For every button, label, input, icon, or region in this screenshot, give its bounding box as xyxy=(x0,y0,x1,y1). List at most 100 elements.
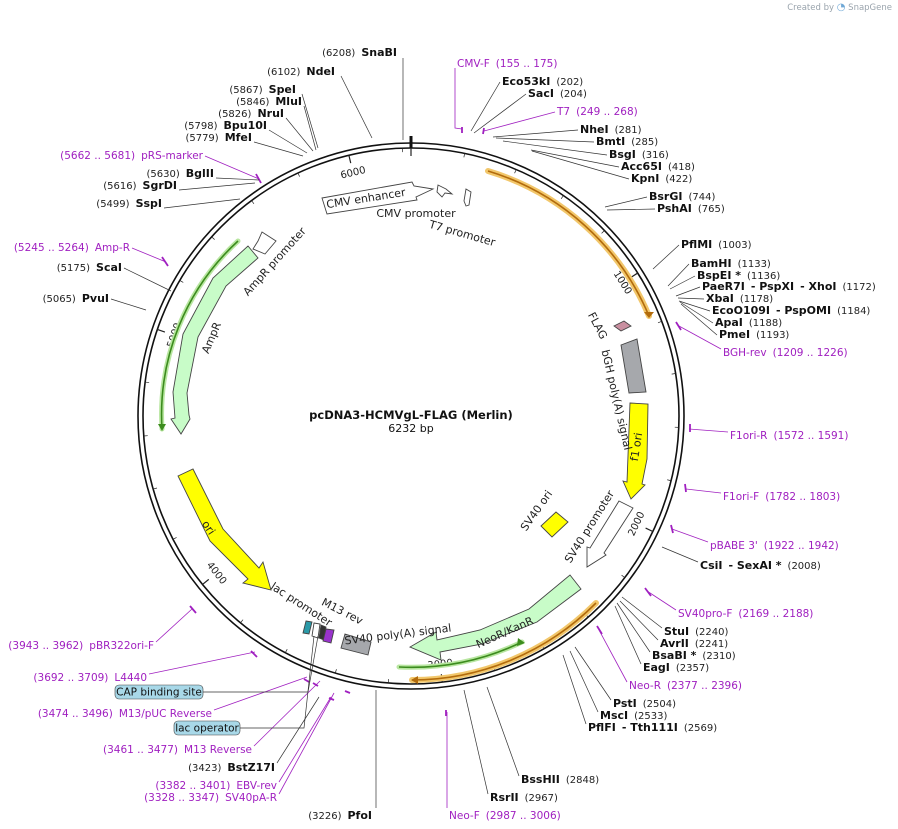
site-leader-line xyxy=(301,93,319,149)
enzyme-name: MluI xyxy=(275,95,302,108)
site-leader-line xyxy=(679,301,714,324)
site-leader-line xyxy=(531,150,630,180)
feature-ampr-promoter xyxy=(252,231,277,255)
enzyme-name: EcoO109I xyxy=(712,304,770,317)
restriction-site-label: (6102)NdeI xyxy=(267,65,335,78)
site-leader-line xyxy=(604,196,648,208)
tick-mark xyxy=(145,381,150,383)
site-position: (5175) xyxy=(57,263,90,274)
restriction-site-label: (5175)ScaI xyxy=(57,261,122,274)
site-leader-line xyxy=(178,182,256,191)
enzyme-name: BsrGI xyxy=(649,190,682,203)
site-position: (1193) xyxy=(756,330,789,341)
site-leader-line xyxy=(619,600,659,641)
primer-leader-line xyxy=(213,676,308,711)
site-leader-line xyxy=(614,605,642,665)
site-leader-line xyxy=(621,596,663,629)
restriction-site-label: BssHII(2848) xyxy=(521,773,599,786)
enzyme-name: PaeR7I xyxy=(702,280,745,293)
enzyme-name: KpnI xyxy=(631,172,659,185)
enzyme-name: - XhoI xyxy=(800,280,836,293)
primer-leader-line xyxy=(598,629,628,683)
primer-text: Amp-R xyxy=(95,242,130,254)
site-position: (5867) xyxy=(229,85,262,96)
enzyme-name: SnaBI xyxy=(361,46,397,59)
restriction-site-label: (5630)BglII xyxy=(147,167,214,180)
feature-lac-operator-box xyxy=(311,622,321,639)
primer-leader-line xyxy=(678,325,722,350)
site-leader-line xyxy=(253,141,304,157)
feature-f1-ori xyxy=(622,402,649,500)
primer-text: L4440 xyxy=(114,672,147,684)
primer-leader-line xyxy=(483,111,556,132)
restriction-site-label: EagI(2357) xyxy=(643,661,709,674)
primer-text: Neo-R xyxy=(629,680,661,692)
enzyme-name: - PspOMI xyxy=(776,304,831,317)
primer-text: CMV-F xyxy=(457,58,490,70)
boxed-feature-label: CAP binding site xyxy=(116,687,202,699)
restriction-site-label: NheI(281) xyxy=(580,123,642,136)
restriction-site-label: (5798)Bpu10I xyxy=(184,119,267,132)
restriction-site-label: BmtI(285) xyxy=(596,135,658,148)
restriction-site-label: (5826)NruI xyxy=(218,107,284,120)
primer-label: (3382 .. 3401)EBV-rev xyxy=(155,780,277,792)
enzyme-name: Bpu10I xyxy=(224,119,268,132)
site-leader-line xyxy=(340,75,373,139)
site-position: (6102) xyxy=(267,67,300,78)
primer-leader-line xyxy=(131,247,167,263)
primer-site-mark xyxy=(303,678,310,683)
tick-mark xyxy=(463,153,466,158)
enzyme-name: NheI xyxy=(580,123,609,136)
tick-mark xyxy=(285,649,288,653)
restriction-site-label: PstI(2504) xyxy=(613,697,676,710)
site-position: (3423) xyxy=(188,763,221,774)
primer-text: BGH-rev xyxy=(723,347,767,359)
primer-label: (5662 .. 5681)pRS-marker xyxy=(60,150,204,162)
primer-text: M13 Reverse xyxy=(184,744,252,756)
primer-leader-line xyxy=(204,155,260,180)
plasmid-length: 6232 bp xyxy=(388,422,433,435)
primer-text: (5245 .. 5264) xyxy=(14,242,89,254)
site-leader-line xyxy=(678,300,711,312)
tick-mark xyxy=(334,669,337,674)
tick-label: 4000 xyxy=(204,560,229,587)
primer-site-mark xyxy=(482,127,485,135)
primer-leader-line xyxy=(646,590,677,611)
site-leader-line xyxy=(123,267,172,292)
site-position: (316) xyxy=(642,150,669,161)
feature-t7-promoter xyxy=(463,188,472,207)
site-leader-line xyxy=(669,275,696,290)
primer-site-mark xyxy=(675,321,682,331)
feature-cmv-enhancer xyxy=(321,181,435,215)
primer-text: F1ori-F xyxy=(723,491,759,503)
site-position: (2848) xyxy=(566,775,599,786)
primer-leader-line xyxy=(688,428,729,433)
enzyme-name: PflFI xyxy=(588,721,616,734)
restriction-site-label: AvrII(2241) xyxy=(660,637,728,650)
primer-text: SV40pro-F xyxy=(678,608,732,620)
feature-label: FLAG xyxy=(585,310,610,341)
site-position: (744) xyxy=(688,192,715,203)
enzyme-name: SspI xyxy=(136,197,162,210)
restriction-site-label: EcoO109I- PspOMI(1184) xyxy=(712,304,870,317)
primer-site-mark xyxy=(596,625,603,635)
primer-leader-line xyxy=(253,680,321,747)
primer-site-mark xyxy=(189,605,197,614)
restriction-site-label: RsrII(2967) xyxy=(490,791,558,804)
restriction-site-label: PaeR7I- PspXI- XhoI(1172) xyxy=(702,280,876,293)
primer-label: Neo-R(2377 .. 2396) xyxy=(629,680,742,692)
enzyme-name: PfoI xyxy=(348,809,373,822)
restriction-site-label: (5846)MluI xyxy=(236,95,302,108)
site-position: (2967) xyxy=(525,793,558,804)
primer-label: F1ori-F(1782 .. 1803) xyxy=(723,491,840,503)
enzyme-name: BsaBI * xyxy=(652,649,697,662)
primer-text: (5662 .. 5681) xyxy=(60,150,135,162)
tick-mark xyxy=(297,172,300,177)
feature-label: CMV promoter xyxy=(376,207,456,220)
primer-label: (5245 .. 5264) Amp-R xyxy=(14,242,130,254)
site-position: (6208) xyxy=(322,48,355,59)
site-position: (202) xyxy=(556,77,583,88)
site-position: (285) xyxy=(631,137,658,148)
tick-mark xyxy=(630,272,639,278)
